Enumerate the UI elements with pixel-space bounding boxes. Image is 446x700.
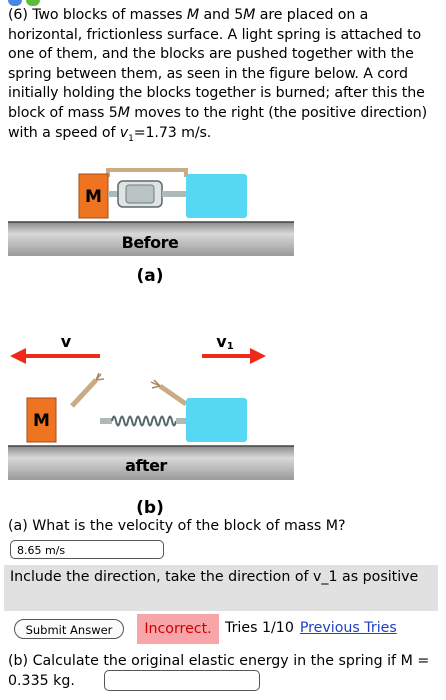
spring-extended xyxy=(100,415,186,427)
part-a-label: (a) xyxy=(136,266,163,286)
speed-value: =1.73 m/s. xyxy=(133,124,212,141)
green-icon xyxy=(26,0,40,6)
floor-after xyxy=(8,446,294,480)
cord-before xyxy=(106,168,188,177)
mass-symbol: M xyxy=(243,7,256,23)
submit-answer-button[interactable]: Submit Answer xyxy=(14,619,124,639)
cord-left xyxy=(70,372,105,408)
problem-number: (6) xyxy=(8,7,28,23)
hint-box: Include the direction, take the directio… xyxy=(4,565,438,611)
top-icons xyxy=(8,0,40,6)
mass-symbol: M xyxy=(186,7,200,23)
mass-symbol: M xyxy=(117,104,130,121)
part-a-question: (a) What is the velocity of the block of… xyxy=(8,518,346,534)
arrow-left-head xyxy=(10,348,26,364)
velocity-symbol: v xyxy=(119,124,129,141)
problem-text: Two blocks of masses xyxy=(27,7,187,23)
problem-statement: (6) Two blocks of masses M and 5M are pl… xyxy=(8,6,438,143)
floor-before xyxy=(8,222,294,256)
cord-right xyxy=(150,379,188,407)
energy-answer-input[interactable] xyxy=(104,670,260,691)
velocity-subscript: 1 xyxy=(128,133,134,144)
before-caption: Before xyxy=(122,233,179,252)
tries-line: Tries 1/10 Previous Tries xyxy=(225,620,397,636)
arrow-right-head xyxy=(250,348,266,364)
problem-text: moves to the right (the positive directi… xyxy=(8,104,428,141)
previous-tries-link[interactable]: Previous Tries xyxy=(299,620,397,636)
v1-subscript: 1 xyxy=(227,341,234,352)
v1-symbol: v xyxy=(216,332,227,351)
incorrect-status: Incorrect. xyxy=(137,614,219,644)
block-5m-before xyxy=(186,174,247,218)
problem-text: are placed on a horizontal, frictionless… xyxy=(8,7,425,121)
after-caption: after xyxy=(125,456,167,475)
part-b-label: (b) xyxy=(136,498,164,518)
block-m-after-label: M xyxy=(33,411,50,431)
blue-icon xyxy=(8,0,22,6)
physics-figure: M Before (a) v v1 M xyxy=(8,168,294,518)
before-scene: M Before (a) xyxy=(8,168,294,286)
problem-text: and 5 xyxy=(199,7,244,23)
block-5m-after xyxy=(186,398,247,442)
v1-label: v1 xyxy=(216,332,233,352)
tries-count: Tries 1/10 xyxy=(225,620,294,636)
part-b-question: (b) Calculate the original elastic energ… xyxy=(8,653,430,689)
block-m-after xyxy=(26,397,57,443)
v-label: v xyxy=(61,332,72,351)
spring-compressed xyxy=(108,180,186,208)
after-scene: v v1 M after (b) xyxy=(8,332,294,518)
block-m-before xyxy=(78,173,109,219)
block-m-before-label: M xyxy=(85,187,102,207)
velocity-answer-input[interactable]: 8.65 m/s xyxy=(10,540,164,559)
